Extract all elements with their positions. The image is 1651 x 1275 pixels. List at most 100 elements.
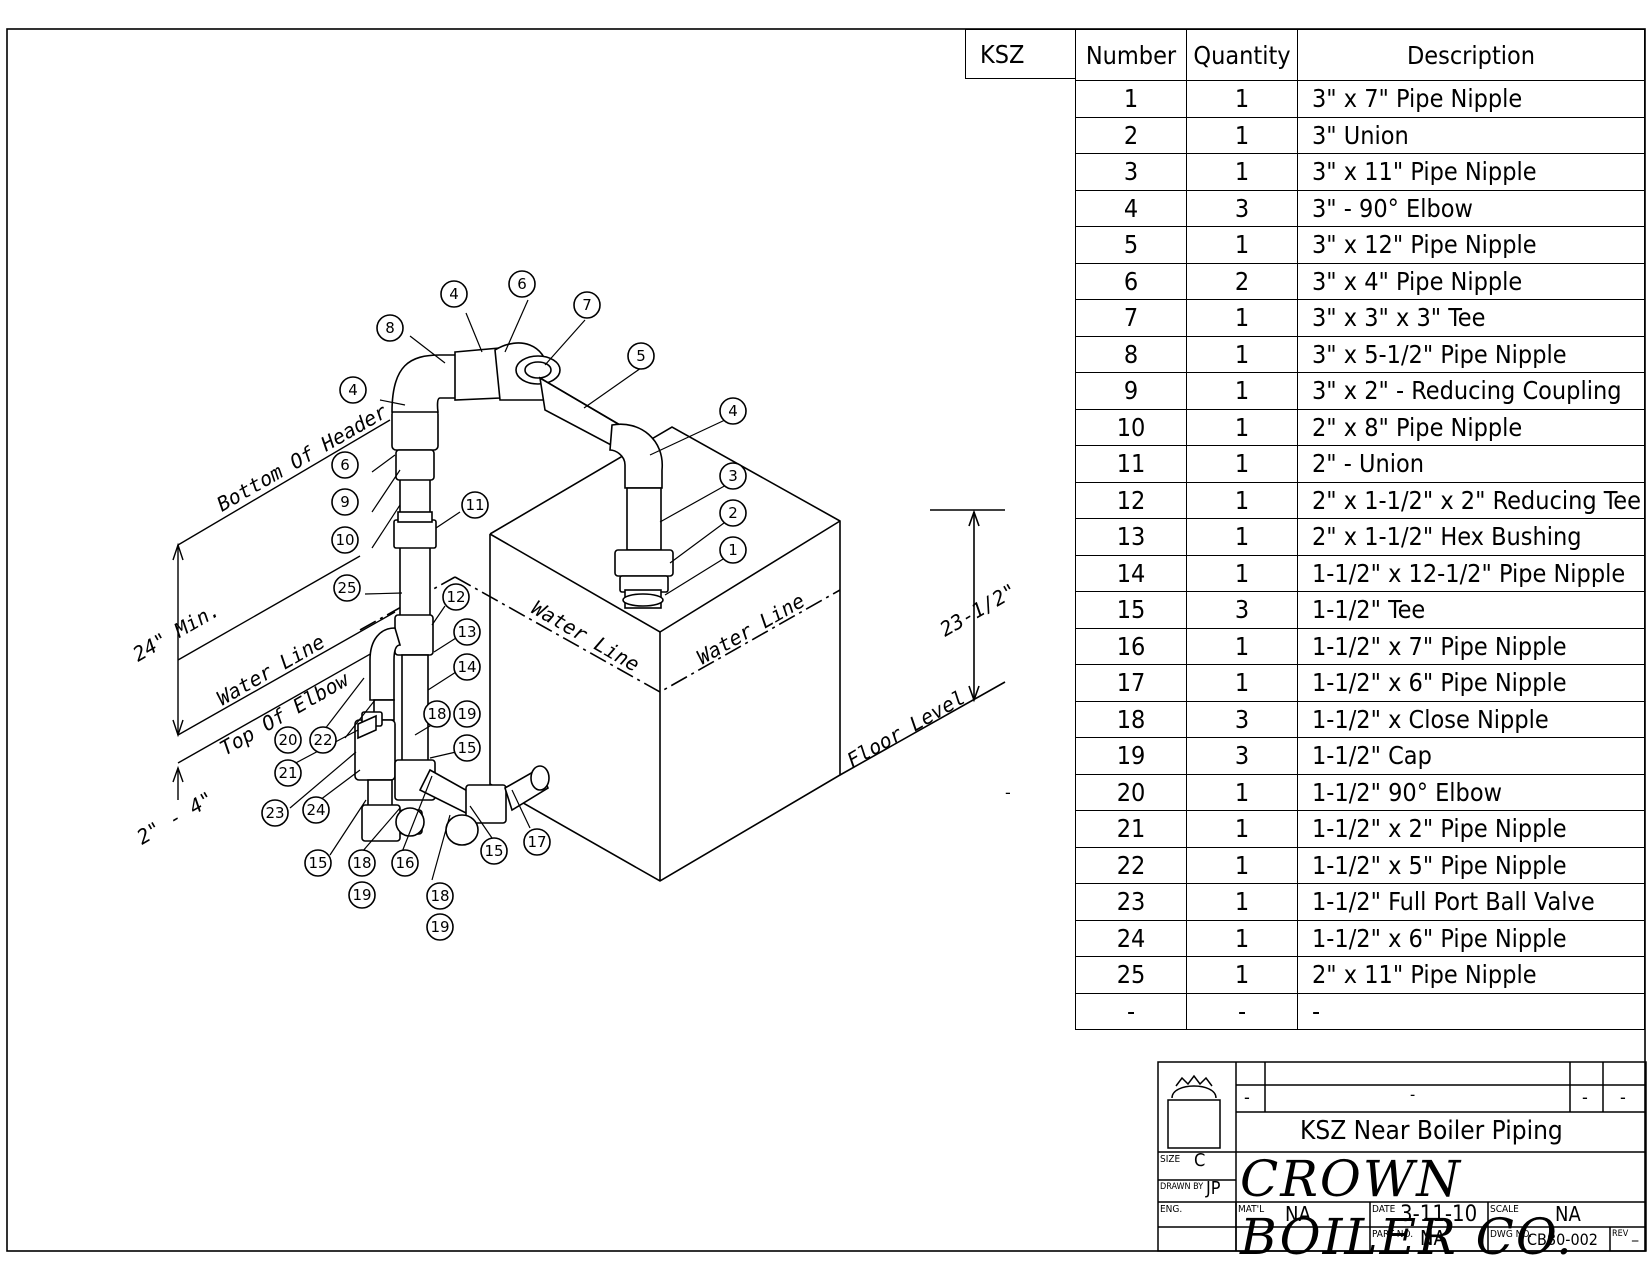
callout-bubble: 15	[304, 849, 332, 877]
svg-text:8: 8	[385, 319, 395, 337]
callout-bubble: 18	[426, 882, 454, 910]
bom-cell-number: 17	[1075, 664, 1187, 702]
svg-text:22: 22	[313, 731, 332, 749]
svg-text:4: 4	[348, 381, 358, 399]
svg-text:12: 12	[446, 588, 465, 606]
title-block	[1157, 1061, 1647, 1252]
bom-cell-quantity: 3	[1186, 591, 1298, 629]
label-stray-dash: -	[1005, 783, 1011, 802]
bom-cell-quantity: -	[1186, 992, 1298, 1030]
bom-cell-description: 3" x 5-1/2" Pipe Nipple	[1297, 335, 1645, 373]
callout-bubble: 19	[426, 913, 454, 941]
bom-cell-description: 1-1/2" x 6" Pipe Nipple	[1297, 664, 1645, 702]
svg-text:21: 21	[278, 764, 297, 782]
bom-cell-quantity: 1	[1186, 226, 1298, 264]
callout-bubble: 21	[274, 759, 302, 787]
bom-cell-description: 1-1/2" Cap	[1297, 737, 1645, 775]
bom-cell-description: 3" x 12" Pipe Nipple	[1297, 226, 1645, 264]
callout-bubble: 12	[442, 583, 470, 611]
bom-cell-number: 13	[1075, 518, 1187, 556]
bom-cell-quantity: 1	[1186, 372, 1298, 410]
bom-cell-description: 1-1/2" x 6" Pipe Nipple	[1297, 919, 1645, 957]
callout-group: 4 6 7 8 5 4 4 6 3 9 11 2 10 1 25 12 13 1…	[261, 270, 747, 941]
label-2-4: 2" - 4"	[133, 786, 218, 849]
callout-bubble: 4	[440, 280, 468, 308]
svg-text:20: 20	[278, 731, 297, 749]
svg-text:15: 15	[484, 842, 503, 860]
svg-text:11: 11	[465, 496, 484, 514]
svg-text:18: 18	[352, 854, 371, 872]
bom-cell-quantity: 1	[1186, 445, 1298, 483]
callout-bubble: 15	[480, 837, 508, 865]
svg-text:15: 15	[308, 854, 327, 872]
label-bottom-of-header: Bottom Of Header	[213, 399, 392, 516]
svg-text:5: 5	[636, 347, 646, 365]
label-floor-level: Floor Level	[843, 685, 970, 772]
callout-bubble: 17	[523, 828, 551, 856]
callout-bubble: 10	[331, 526, 359, 554]
callout-bubble: 11	[461, 491, 489, 519]
bom-cell-description: 1-1/2" Tee	[1297, 591, 1645, 629]
bom-cell-number: 19	[1075, 737, 1187, 775]
bom-cell-number: 3	[1075, 153, 1187, 191]
svg-text:6: 6	[517, 275, 527, 293]
bom-cell-quantity: 3	[1186, 737, 1298, 775]
bom-cell-number: 16	[1075, 627, 1187, 665]
svg-text:18: 18	[427, 705, 446, 723]
callout-bubble: 19	[453, 700, 481, 728]
callout-bubble: 4	[719, 397, 747, 425]
bom-cell-quantity: 1	[1186, 299, 1298, 337]
callout-bubble: 22	[309, 726, 337, 754]
callout-bubble: 8	[376, 314, 404, 342]
dimension-lines-left	[172, 419, 396, 800]
bom-cell-description: 2" - Union	[1297, 445, 1645, 483]
bom-cell-description: 2" x 1-1/2" x 2" Reducing Tee	[1297, 481, 1645, 519]
svg-text:16: 16	[395, 854, 414, 872]
bom-cell-description: 1-1/2" x 2" Pipe Nipple	[1297, 810, 1645, 848]
callout-bubble: 25	[333, 574, 361, 602]
bom-cell-quantity: 2	[1186, 262, 1298, 300]
callout-bubble: 18	[423, 700, 451, 728]
bom-cell-number: 23	[1075, 883, 1187, 921]
bom-header-description: Description	[1297, 29, 1645, 81]
svg-text:19: 19	[430, 918, 449, 936]
bom-cell-number: 18	[1075, 700, 1187, 738]
bom-cell-description: 1-1/2" Full Port Ball Valve	[1297, 883, 1645, 921]
bom-cell-quantity: 1	[1186, 810, 1298, 848]
bom-cell-description: 3" Union	[1297, 116, 1645, 154]
bom-cell-description: 1-1/2" x 12-1/2" Pipe Nipple	[1297, 554, 1645, 592]
bom-cell-quantity: 1	[1186, 773, 1298, 811]
svg-text:2: 2	[728, 504, 738, 522]
bom-cell-number: 10	[1075, 408, 1187, 446]
bom-cell-description: 2" x 8" Pipe Nipple	[1297, 408, 1645, 446]
bom-cell-number: 7	[1075, 299, 1187, 337]
bom-cell-description: 3" x 3" x 3" Tee	[1297, 299, 1645, 337]
bom-cell-quantity: 1	[1186, 554, 1298, 592]
bom-cell-description: 1-1/2" 90° Elbow	[1297, 773, 1645, 811]
callout-bubble: 6	[331, 451, 359, 479]
bom-cell-quantity: 1	[1186, 481, 1298, 519]
callout-bubble: 2	[719, 499, 747, 527]
svg-text:17: 17	[527, 833, 546, 851]
bom-cell-description: 1-1/2" x 5" Pipe Nipple	[1297, 846, 1645, 884]
bom-cell-description: 3" x 7" Pipe Nipple	[1297, 80, 1645, 118]
svg-text:1: 1	[728, 541, 738, 559]
bom-cell-number: 14	[1075, 554, 1187, 592]
bom-cell-number: 15	[1075, 591, 1187, 629]
bom-cell-number: 21	[1075, 810, 1187, 848]
callout-bubble: 3	[719, 462, 747, 490]
callout-bubble: 4	[339, 376, 367, 404]
